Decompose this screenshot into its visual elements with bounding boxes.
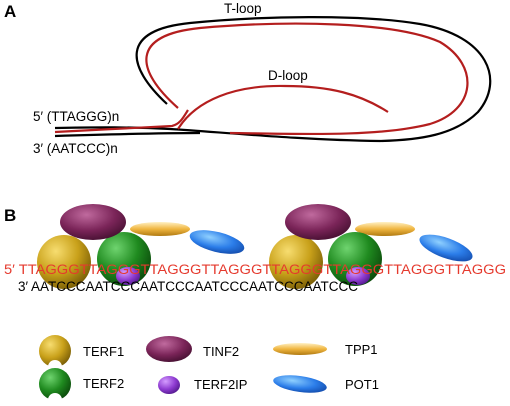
strand-5-prime-label: 5′ (TTAGGG)n xyxy=(33,109,119,124)
shelterin-complex-2 xyxy=(269,204,473,289)
legend-item-terf2: TERF2 xyxy=(39,368,124,406)
legend-item-tpp1: TPP1 xyxy=(273,342,378,357)
terf1-shape xyxy=(37,235,91,289)
legend-label-tpp1: TPP1 xyxy=(345,342,378,357)
legend-label-tinf2: TINF2 xyxy=(203,344,239,359)
terf2ip-shape xyxy=(116,267,140,285)
d-loop-red-strand xyxy=(177,84,389,130)
legend-item-terf1: TERF1 xyxy=(39,335,124,374)
terf2-icon xyxy=(39,368,71,400)
tinf2-shape xyxy=(60,204,126,240)
t-loop-black-strand xyxy=(54,16,492,143)
legend-label-terf2ip: TERF2IP xyxy=(194,377,247,392)
tpp1-icon xyxy=(273,343,327,355)
terf2ip-icon xyxy=(158,376,180,394)
panel-b-label: B xyxy=(4,206,16,225)
legend-label-pot1: POT1 xyxy=(345,377,379,392)
legend-item-pot1: POT1 xyxy=(273,375,379,393)
duplex-black-strand xyxy=(54,131,201,138)
tinf2-icon xyxy=(146,336,192,362)
legend-label-terf1: TERF1 xyxy=(83,344,124,359)
tinf2-shape xyxy=(285,204,351,240)
terf2-icon-notch xyxy=(48,393,62,406)
terf1-shape xyxy=(269,235,323,289)
duplex-red-strand xyxy=(54,109,189,134)
legend: TERF1 TERF2 TINF2 TERF2IP TPP1 POT1 xyxy=(39,335,379,406)
legend-item-terf2ip: TERF2IP xyxy=(158,376,247,394)
shelterin-complex-1 xyxy=(37,204,245,289)
t-loop-label: T-loop xyxy=(224,1,262,16)
t-loop-red-strand xyxy=(145,22,469,136)
strand-3-prime-label: 3′ (AATCCC)n xyxy=(33,141,118,156)
terf1-icon xyxy=(39,335,71,367)
legend-label-terf2: TERF2 xyxy=(83,376,124,391)
tpp1-shape xyxy=(355,222,415,236)
bottom-strand-sequence: 3′ AATCCCAATCCCAATCCCAATCCCAATCCCAATCCC xyxy=(18,279,358,294)
panel-a-label: A xyxy=(4,2,16,21)
pot1-icon xyxy=(273,375,327,393)
tpp1-shape xyxy=(130,222,190,236)
terf2ip-shape xyxy=(346,267,370,285)
top-strand-sequence: 5′ TTAGGGTTAGGGTTAGGGTTAGGGTTAGGGTTAGGGT… xyxy=(4,262,506,277)
legend-item-tinf2: TINF2 xyxy=(146,336,239,362)
pot1-shape xyxy=(189,230,245,254)
pot1-shape xyxy=(419,234,473,262)
d-loop-label: D-loop xyxy=(268,68,308,83)
